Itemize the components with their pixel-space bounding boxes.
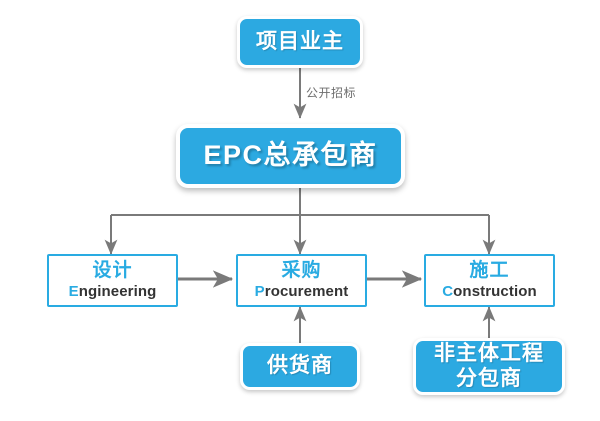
node-engineering[interactable]: 设计 Engineering [47, 254, 178, 307]
node-construction-initial: C [442, 282, 454, 300]
node-procurement-initial: P [254, 282, 265, 300]
node-engineering-initial: E [68, 282, 79, 300]
node-subcontractor[interactable]: 非主体工程 分包商 [413, 338, 565, 395]
node-construction-label-cn: 施工 [469, 260, 510, 282]
node-procurement[interactable]: 采购 Procurement [236, 254, 367, 307]
node-project-owner[interactable]: 项目业主 [237, 16, 363, 68]
node-subcontractor-label: 非主体工程 分包商 [434, 341, 544, 390]
node-epc-general-contractor-label: EPC总承包商 [203, 140, 378, 171]
node-procurement-rest: rocurement [264, 282, 349, 300]
node-engineering-rest: ngineering [78, 282, 157, 300]
node-epc-general-contractor[interactable]: EPC总承包商 [176, 124, 405, 188]
node-construction[interactable]: 施工 Construction [424, 254, 555, 307]
node-engineering-label-cn: 设计 [92, 260, 133, 282]
node-engineering-label-en: Engineering [69, 283, 157, 301]
edge-caption-open-bidding: 公开招标 [306, 86, 357, 100]
node-procurement-label-cn: 采购 [281, 260, 322, 282]
node-supplier-label: 供货商 [267, 354, 333, 378]
node-construction-label-en: Construction [442, 283, 537, 301]
node-project-owner-label: 项目业主 [256, 29, 344, 53]
node-procurement-label-en: Procurement [255, 283, 349, 301]
node-construction-rest: onstruction [453, 282, 537, 300]
node-supplier[interactable]: 供货商 [240, 343, 360, 390]
